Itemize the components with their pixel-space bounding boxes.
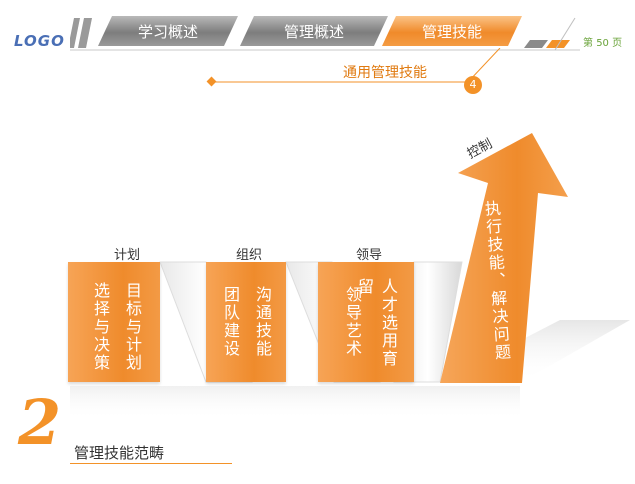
step-line: 领导艺术	[343, 286, 362, 358]
section-title: 管理技能范畴	[74, 444, 165, 462]
page-prefix: 第	[583, 38, 593, 49]
step-card-organize: 沟通技能 团队建设	[206, 262, 286, 382]
header-decoration	[70, 17, 580, 51]
step-line: 沟通技能	[253, 286, 272, 358]
section-underline	[70, 463, 232, 464]
subtitle: 通用管理技能	[343, 65, 427, 81]
tab-bar: 学习概述 管理概述 管理技能	[72, 14, 582, 48]
step-line: 团队建设	[221, 286, 240, 358]
tab-management-skills[interactable]: 管理技能	[382, 16, 522, 46]
subtitle-badge: 4	[464, 76, 482, 94]
tab-study-overview[interactable]: 学习概述	[98, 16, 238, 46]
step-line: 选择与决策	[91, 282, 110, 372]
step-label-lead: 领导	[356, 248, 383, 263]
page-indicator: 第 50 页	[583, 34, 622, 49]
tab-label: 管理概述	[283, 22, 344, 41]
section-number: 2	[18, 386, 62, 459]
page-suffix: 页	[612, 38, 623, 49]
step-line: 目标与计划	[123, 282, 142, 372]
tab-management-overview[interactable]: 管理概述	[240, 16, 388, 46]
step-line: 人才选用育留	[355, 278, 398, 368]
control-arrow	[440, 133, 568, 383]
tab-label: 管理技能	[421, 22, 482, 41]
step-card-lead: 人才选用育留 领导艺术	[318, 262, 414, 382]
step-label-organize: 组织	[236, 248, 263, 263]
tab-label: 学习概述	[137, 22, 198, 41]
page-number: 50	[596, 38, 609, 49]
logo: LOGO	[14, 32, 65, 50]
step-card-plan: 目标与计划 选择与决策	[68, 262, 160, 382]
step-label-plan: 计划	[114, 248, 141, 263]
